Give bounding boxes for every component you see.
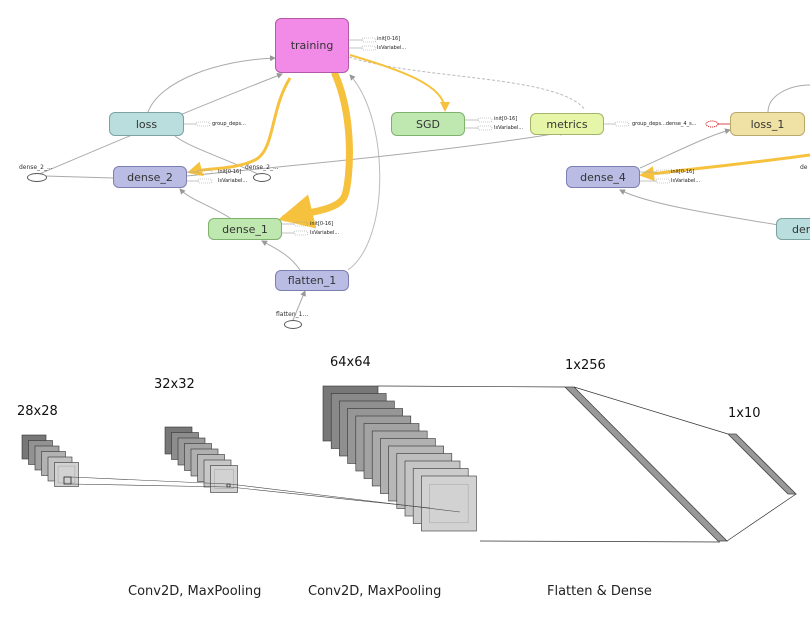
cnn-architecture: [21, 385, 797, 543]
dense-1-init-label: init[0-16]: [310, 221, 334, 227]
dim-28x28: 28x28: [17, 404, 58, 419]
sgd-isvariable-label: IsVariabel...: [494, 125, 524, 131]
grad-edge-dense4: [639, 153, 810, 182]
edge-loss1-top: [767, 84, 810, 113]
caption-flatten-dense: Flatten & Dense: [547, 584, 652, 599]
loss-group-deps-label: group_deps...: [212, 121, 246, 127]
feature-64-map: [421, 475, 477, 532]
grad-edge-sgd: [349, 54, 450, 112]
dense-2-input-right-label: dense_2_...: [245, 164, 279, 171]
sgd-init-label: init[0-16]: [494, 116, 518, 122]
node-flatten-1[interactable]: flatten_1: [275, 270, 349, 291]
dim-1x10: 1x10: [728, 406, 761, 421]
dense-2-isvariable-label: IsVariabel...: [218, 178, 248, 184]
edge-flatten-dense1: [261, 240, 301, 271]
grad-edge-dense2: [187, 77, 292, 177]
dense-2-init-label: init[0-16]: [218, 169, 242, 175]
edge-flatten-training: [347, 74, 381, 271]
dense-2-input-left-label: dense_2_...: [19, 164, 53, 171]
feature-32-map: [210, 465, 238, 493]
dense-256-bar: [564, 386, 728, 542]
dense-4-init-label: init[0-16]: [671, 169, 695, 175]
node-dense-2[interactable]: dense_2: [113, 166, 187, 188]
de-partial-label: de: [800, 164, 808, 171]
node-dense-4[interactable]: dense_4: [566, 166, 640, 188]
dense-1-isvariable-label: IsVariabel...: [310, 230, 340, 236]
dim-1x256: 1x256: [565, 358, 606, 373]
grad-edge-main: [278, 70, 353, 229]
node-loss-1[interactable]: loss_1: [730, 112, 805, 136]
node-training[interactable]: training: [275, 18, 349, 73]
dim-64x64: 64x64: [330, 355, 371, 370]
edge-dense-right-dense4: [619, 189, 779, 226]
graph-edges: [36, 37, 810, 321]
node-metrics[interactable]: metrics: [530, 113, 604, 135]
caption-conv-2: Conv2D, MaxPooling: [308, 584, 442, 599]
dense-4-isvariable-label: IsVariabel...: [671, 178, 701, 184]
feature-maps-32: [164, 426, 238, 493]
input-flatten-1[interactable]: [284, 320, 302, 329]
caption-conv-1: Conv2D, MaxPooling: [128, 584, 262, 599]
metrics-group-deps-label: group_deps...dense_4_s...: [632, 121, 697, 127]
training-isvariable-label: IsVariabel...: [377, 45, 407, 51]
edge-dense2-metrics: [185, 129, 566, 177]
feature-maps-64: [322, 385, 477, 532]
input-dense-2-right[interactable]: [253, 173, 271, 182]
edge-dense1-dense2: [179, 188, 231, 219]
dim-32x32: 32x32: [154, 377, 195, 392]
node-dense-1[interactable]: dense_1: [208, 218, 282, 240]
dense-10-bar: [727, 433, 797, 495]
flatten-input-label: flatten_1...: [276, 311, 309, 318]
training-init-label: init[0-16]: [377, 36, 401, 42]
node-dense-partial[interactable]: den: [776, 218, 810, 240]
edge-dense2in-loss: [174, 135, 263, 177]
edge-loss-training: [147, 55, 276, 113]
feature-28-map: [54, 462, 79, 487]
edge-flatteninput-flatten: [292, 290, 306, 321]
edge-dense2left-dense2: [44, 175, 114, 179]
input-dense-2-left[interactable]: [27, 173, 47, 182]
edge-dense4-loss1: [639, 128, 731, 169]
feature-maps-28: [21, 434, 79, 487]
node-sgd[interactable]: SGD: [391, 112, 465, 136]
node-loss[interactable]: loss: [109, 112, 184, 136]
